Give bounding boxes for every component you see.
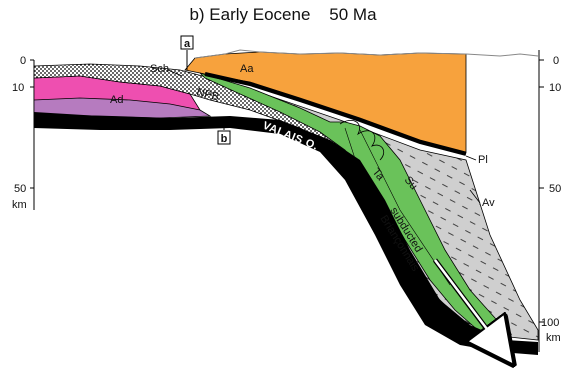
marker-a: a bbox=[180, 35, 194, 70]
right-depth-axis: 0 10 50 100 km bbox=[538, 50, 561, 352]
right-tick-100: 100 bbox=[541, 317, 559, 329]
right-tick-10: 10 bbox=[549, 82, 561, 94]
left-tick-0: 0 bbox=[20, 55, 26, 67]
black-lithosphere bbox=[34, 112, 538, 355]
label-av: Av bbox=[482, 197, 495, 209]
svg-text:a: a bbox=[184, 38, 191, 50]
fold-nappes bbox=[339, 120, 385, 161]
label-npb: NPB bbox=[195, 86, 220, 103]
left-tick-10: 10 bbox=[12, 82, 24, 94]
left-unit-km: km bbox=[12, 199, 27, 211]
right-unit-km: km bbox=[546, 332, 561, 344]
right-tick-50: 50 bbox=[549, 183, 561, 195]
diagram-title: b) Early Eocene 50 Ma bbox=[189, 5, 377, 24]
label-ad: Ad bbox=[110, 94, 123, 106]
label-pl: Pl bbox=[478, 154, 488, 166]
label-aa: Aa bbox=[240, 63, 254, 75]
left-depth-axis: 0 10 50 km bbox=[12, 55, 35, 211]
topography-line bbox=[194, 49, 539, 59]
marker-b: b bbox=[217, 120, 231, 145]
svg-text:b: b bbox=[221, 133, 228, 145]
label-sch: Sch bbox=[150, 63, 169, 75]
right-tick-0: 0 bbox=[553, 55, 559, 67]
left-tick-50: 50 bbox=[14, 183, 26, 195]
thrust-pl bbox=[204, 72, 467, 156]
